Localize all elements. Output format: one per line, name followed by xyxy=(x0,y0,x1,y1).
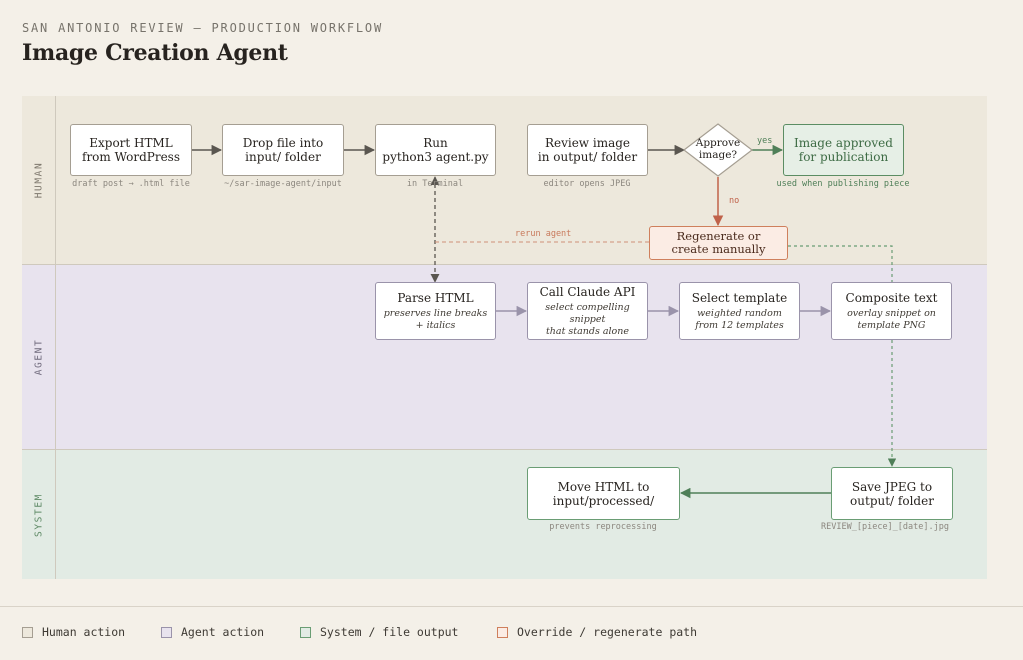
edge-label-no: no xyxy=(729,196,740,206)
note-move-html: prevents reprocessing xyxy=(549,522,657,532)
note-review-image: editor opens JPEG xyxy=(543,179,631,189)
legend-item-agent: Agent action xyxy=(161,625,264,639)
lane-label-agent: AGENT xyxy=(22,265,56,449)
node-select-template: Select template weighted random from 12 … xyxy=(679,282,800,340)
node-review-image: Review image in output/ folder xyxy=(527,124,648,176)
legend-item-override: Override / regenerate path xyxy=(497,625,697,639)
page-kicker: SAN ANTONIO REVIEW — PRODUCTION WORKFLOW xyxy=(22,21,383,35)
note-export-html: draft post → .html file xyxy=(72,179,190,189)
lane-label-human: HUMAN xyxy=(22,96,56,264)
node-move-html: Move HTML to input/processed/ xyxy=(527,467,680,520)
node-call-claude: Call Claude API select compelling snippe… xyxy=(527,282,648,340)
legend-label-agent: Agent action xyxy=(181,625,265,639)
node-save-jpeg: Save JPEG to output/ folder xyxy=(831,467,953,520)
arrow-regenerate-to-save xyxy=(788,245,897,467)
note-run-agent: in Terminal xyxy=(406,179,464,189)
node-export-html: Export HTML from WordPress xyxy=(70,124,192,176)
legend-swatch-override xyxy=(497,626,508,638)
legend-swatch-system xyxy=(300,626,311,638)
legend-label-system: System / file output xyxy=(320,625,459,639)
edge-label-rerun: rerun agent xyxy=(515,229,572,239)
legend-label-override: Override / regenerate path xyxy=(517,625,698,639)
legend-divider xyxy=(0,606,1023,607)
legend-label-human: Human action xyxy=(42,625,126,639)
node-image-approved: Image approved for publication xyxy=(783,124,904,176)
lane-agent: AGENT xyxy=(22,264,987,449)
node-run-agent: Run python3 agent.py xyxy=(375,124,496,176)
node-drop-file: Drop file into input/ folder xyxy=(222,124,344,176)
legend-swatch-agent xyxy=(161,626,172,638)
node-regenerate: Regenerate or create manually xyxy=(649,226,788,260)
note-save-jpeg: REVIEW_[piece]_[date].jpg xyxy=(821,522,949,532)
note-drop-file: ~/sar-image-agent/input xyxy=(224,179,342,189)
lane-system: SYSTEM xyxy=(22,449,987,579)
legend-swatch-human xyxy=(22,626,33,638)
node-parse-html: Parse HTML preserves line breaks + itali… xyxy=(375,282,496,340)
edge-label-yes: yes xyxy=(757,136,773,146)
note-image-approved: used when publishing piece xyxy=(776,179,910,189)
legend-item-human: Human action xyxy=(22,625,125,639)
node-composite-text: Composite text overlay snippet on templa… xyxy=(831,282,952,340)
legend-item-system: System / file output xyxy=(300,625,458,639)
page-title: Image Creation Agent xyxy=(22,40,288,66)
approve-decision-diamond xyxy=(683,123,753,177)
lane-label-system: SYSTEM xyxy=(22,450,56,579)
approve-decision-label: Approve image? xyxy=(695,137,741,161)
